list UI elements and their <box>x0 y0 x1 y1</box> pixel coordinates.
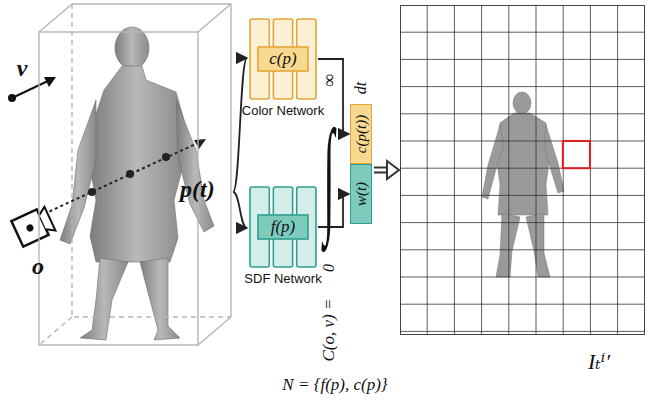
equation-term: 0 <box>321 264 337 272</box>
vector-symbol: o <box>32 254 44 278</box>
node-text: Iₜⁱ′ <box>588 349 610 375</box>
weight-term-box: w(t) <box>350 164 372 224</box>
double-arrow-inner <box>374 169 388 172</box>
connector <box>374 161 399 179</box>
node-text: f(p) <box>271 217 296 237</box>
rendered-image: Iₜⁱ′ <box>400 5 645 335</box>
connector-line <box>233 58 247 192</box>
node-heading: Color Network <box>242 103 324 118</box>
connector <box>233 192 247 228</box>
view-direction-arrow <box>8 77 56 102</box>
color-term-box: c(p(t)) <box>350 104 372 164</box>
silhouette <box>482 92 564 277</box>
color-network: c(p)Color Network <box>248 18 318 100</box>
back-edges <box>72 4 231 317</box>
network-set-label: N = {f(p), c(p)} <box>282 376 387 393</box>
layer-bar <box>273 187 292 267</box>
node-text: p(t) <box>180 176 215 203</box>
side-edges <box>39 4 231 345</box>
node-heading: SDF Network <box>244 271 321 286</box>
sdf-network: f(p)SDF Network <box>248 186 318 268</box>
equation-term: dt <box>353 82 369 94</box>
connector-line <box>233 192 247 228</box>
equation-term: C(o, v) = <box>320 299 337 362</box>
equation-term: ∫ <box>324 112 335 240</box>
bounding-box-outline <box>38 2 232 347</box>
double-arrow-outer <box>374 167 388 174</box>
node-text: c(p(t)) <box>354 115 369 153</box>
layer-bar <box>273 19 292 99</box>
connector <box>233 58 247 192</box>
equation-term: ∞ <box>320 74 338 87</box>
hidden-edges <box>39 4 231 345</box>
front-face <box>39 32 198 345</box>
node-text: w(t) <box>354 182 369 206</box>
node-text: c(p) <box>269 49 296 69</box>
pixel-highlight <box>563 141 590 168</box>
pixel-grid <box>400 5 645 335</box>
human-figure <box>60 27 214 340</box>
bounding-volume: p(t) <box>38 2 232 347</box>
camera-icon <box>11 206 55 247</box>
image-frame <box>401 6 645 335</box>
vector-symbol: v <box>17 56 28 80</box>
feature-box <box>258 215 308 239</box>
feature-box <box>258 47 308 71</box>
hollow-arrowhead <box>387 161 399 179</box>
image-grid <box>400 5 645 335</box>
